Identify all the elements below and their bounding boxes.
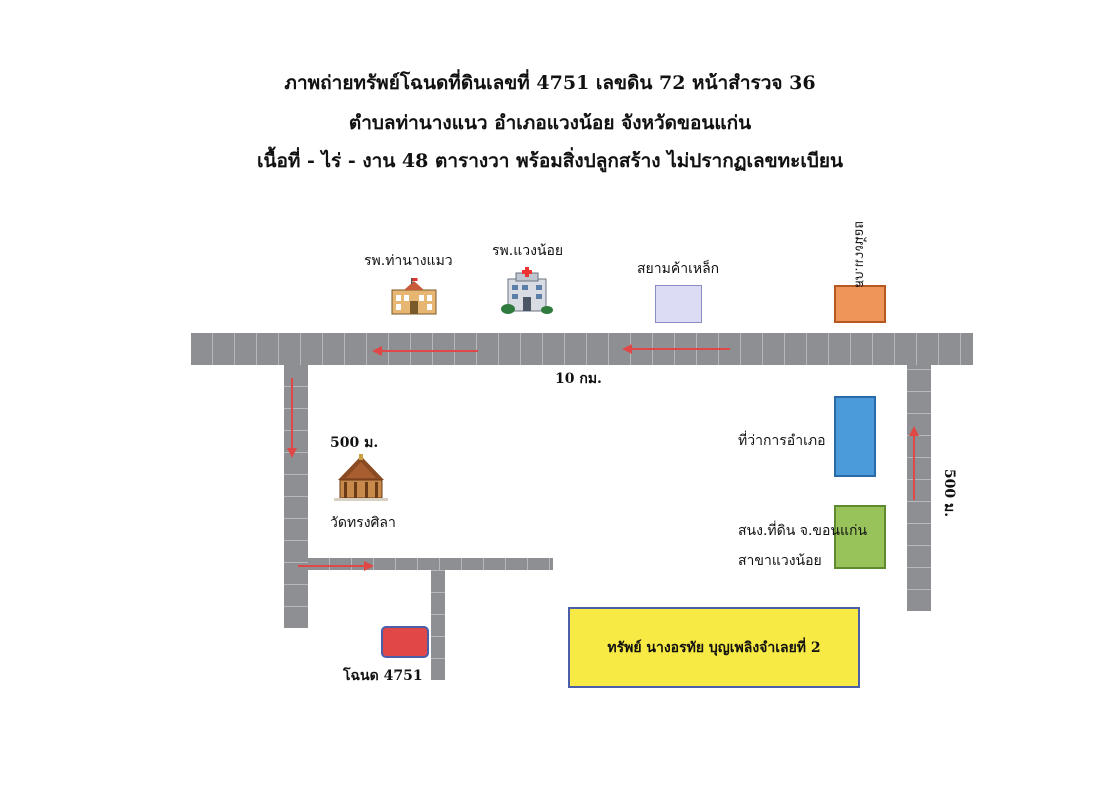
main-road [191,333,973,365]
right-road [907,365,931,611]
hospital1-label: รพ.ท่านางแมว [364,253,453,269]
siam-steel-box [655,285,702,323]
property-banner: ทรัพย์ นางอรทัย บุญเพลิงจำเลยที่ 2 [568,607,860,688]
left-road-distance: 500 ม. [330,435,379,451]
main-road-distance: 10 กม. [555,371,602,387]
arrow-left-1 [370,345,480,357]
land-office-box [834,505,886,569]
property-banner-text: ทรัพย์ นางอรทัย บุญเพลิงจำเลยที่ 2 [607,639,821,656]
deed-box [381,626,429,658]
title-line-2: ตำบลท่านางแนว อำเภอแวงน้อย จังหวัดขอนแก่… [348,112,752,134]
district-office-label: ที่ว่าการอำเภอ [738,433,826,449]
police-station-box [834,285,886,323]
arrow-right [298,560,376,572]
land-office-label-1: สนง.ที่ดิน จ.ขอนแก่น [738,523,868,539]
deed-label: โฉนด 4751 [343,668,423,684]
arrow-up [908,424,920,502]
left-road [284,365,308,628]
hospital-building-icon [500,265,554,317]
district-office-box [834,396,876,477]
hospital2-label: รพ.แวงน้อย [492,243,564,259]
deed-road [431,570,445,680]
temple-label: วัดทรงศิลา [330,515,396,531]
title-line-1: ภาพถ่ายทรัพย์โฉนดที่ดินเลขที่ 4751 เลขดิ… [284,72,816,94]
title-line-3: เนื้อที่ - ไร่ - งาน 48 ตารางวา พร้อมสิ่… [256,150,844,172]
arrow-down [286,378,298,460]
right-road-distance: 500 ม. [941,468,958,518]
school-building-icon [390,278,438,316]
temple-icon [332,454,390,502]
siam-steel-label: สยามค้าเหล็ก [637,261,720,277]
police-station-label: สภ.แวงน้อย [851,221,867,288]
land-office-label-2: สาขาแวงน้อย [738,553,822,569]
arrow-left-2 [620,343,732,355]
